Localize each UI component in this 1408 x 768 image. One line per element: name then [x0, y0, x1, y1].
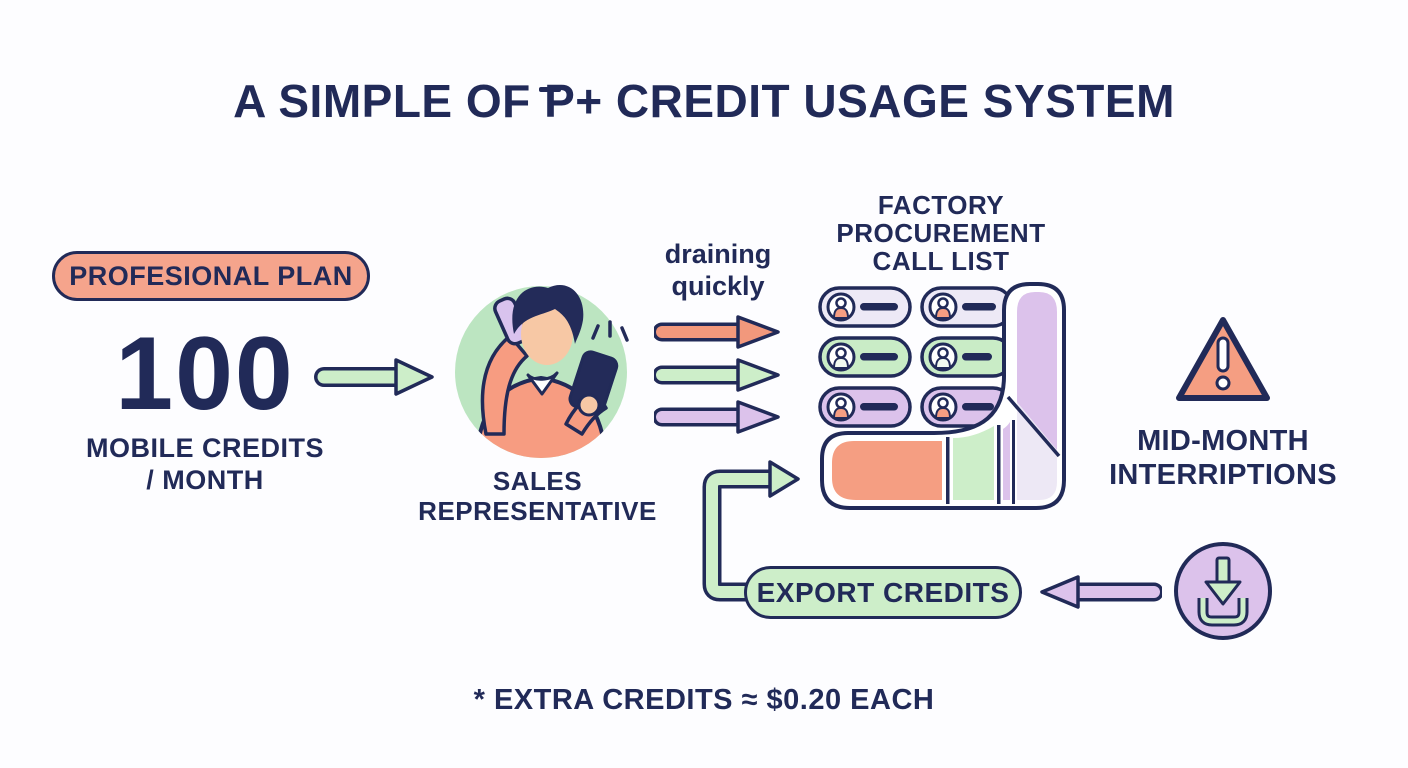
mid-month-label: MID-MONTH INTERRIPTIONS: [1085, 424, 1361, 492]
title-pre: A SIMPLE OF: [233, 75, 545, 127]
call-list-card-illustration: [818, 282, 1066, 510]
sales-rep-label-line1: SALES: [492, 466, 583, 496]
credits-unit-line2: / MONTH: [146, 465, 264, 495]
footnote: * EXTRA CREDITS ≈ $0.20 EACH: [473, 684, 935, 716]
professional-plan-badge: PROFESIONAL PLAN: [52, 251, 370, 301]
credits-unit-label: MOBILE CREDITS / MONTH: [40, 432, 370, 496]
credits-unit-line1: MOBILE CREDITS: [85, 433, 324, 463]
export-credits-badge: EXPORT CREDITS: [744, 566, 1022, 619]
right-arrow-icon-salmon: [654, 315, 780, 349]
sales-rep-label: SALES REPRESENTATIVE: [400, 466, 675, 526]
draining-note: draining quickly: [640, 238, 796, 302]
credits-amount: 100: [115, 316, 295, 432]
elbow-right-arrow-icon: [702, 460, 800, 602]
sales-rep-label-line2: REPRESENTATIVE: [418, 496, 657, 526]
title-post: + CREDIT USAGE SYSTEM: [575, 75, 1175, 127]
download-tray-icon: [1174, 542, 1272, 640]
draining-note-line1: draining: [664, 239, 772, 269]
hair: [512, 284, 584, 344]
page-title: A SIMPLE OF P+ CREDIT USAGE SYSTEM: [0, 74, 1408, 128]
call-list-heading: FACTORY PROCUREMENT CALL LIST: [810, 191, 1072, 275]
mid-month-label-line1: MID-MONTH: [1137, 425, 1309, 457]
left-arrow-icon: [1040, 575, 1162, 609]
warning-triangle-icon: [1176, 317, 1270, 401]
person-on-phone-illustration: [455, 284, 629, 458]
call-list-heading-line1: FACTORY: [877, 190, 1005, 220]
call-list-heading-line2: PROCUREMENT: [836, 218, 1046, 248]
mid-month-label-line2: INTERRIPTIONS: [1109, 459, 1337, 491]
call-list-heading-line3: CALL LIST: [872, 246, 1010, 276]
right-arrow-icon-green: [654, 358, 780, 392]
contact-pill-rows: [818, 286, 1014, 428]
professional-plan-label: PROFESIONAL PLAN: [69, 260, 353, 291]
export-credits-label: EXPORT CREDITS: [756, 576, 1010, 608]
draining-note-line2: quickly: [671, 271, 765, 301]
title-struck-p: P: [539, 75, 576, 127]
notification-spark-lines: [591, 320, 629, 342]
right-arrow-icon: [314, 358, 434, 396]
right-arrow-icon-purple: [654, 400, 780, 434]
